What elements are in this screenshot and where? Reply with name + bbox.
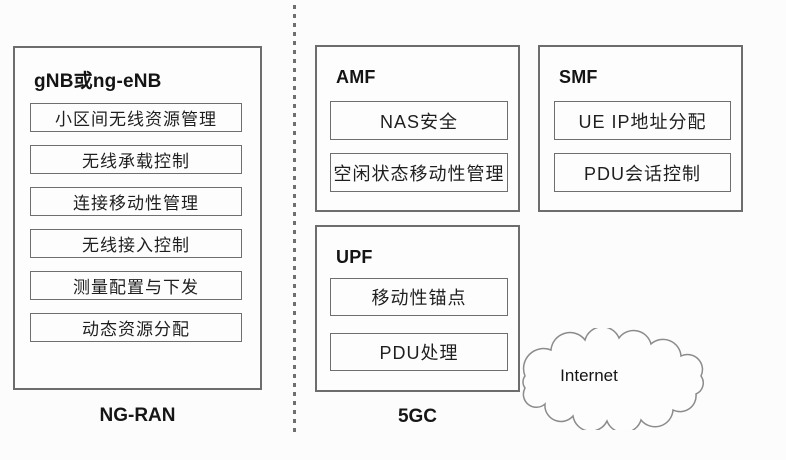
gnb-function-connection-mobility: 连接移动性管理 <box>30 187 242 216</box>
ngran-region-label: NG-RAN <box>99 405 176 426</box>
cloud-outline <box>522 328 704 430</box>
internet-cloud: Internet <box>503 328 721 430</box>
smf-function-ue-ip-allocation: UE IP地址分配 <box>554 101 731 140</box>
gnb-node-title: gNB或ng-eNB <box>34 71 162 92</box>
smf-node-title: SMF <box>559 67 598 87</box>
smf-function-list: UE IP地址分配 PDU会话控制 <box>554 101 731 192</box>
gnb-function-dynamic-resource-allocation: 动态资源分配 <box>30 313 242 342</box>
amf-function-list: NAS安全 空闲状态移动性管理 <box>330 101 508 192</box>
cloud-shape-svg: Internet <box>522 328 704 430</box>
gnb-function-inter-cell-rrm: 小区间无线资源管理 <box>30 103 242 132</box>
gnb-node: gNB或ng-eNB 小区间无线资源管理 无线承载控制 连接移动性管理 无线接入… <box>13 46 262 390</box>
gnb-function-radio-admission-control: 无线接入控制 <box>30 229 242 258</box>
upf-node: UPF 移动性锚点 PDU处理 <box>315 225 520 392</box>
gnb-function-measurement-config: 测量配置与下发 <box>30 271 242 300</box>
gnb-function-radio-bearer-control: 无线承载控制 <box>30 145 242 174</box>
gnb-function-list: 小区间无线资源管理 无线承载控制 连接移动性管理 无线接入控制 测量配置与下发 … <box>30 103 242 342</box>
ran-core-divider-line <box>293 5 296 437</box>
amf-function-nas-security: NAS安全 <box>330 101 508 140</box>
upf-function-mobility-anchor: 移动性锚点 <box>330 278 508 316</box>
smf-function-pdu-session-control: PDU会话控制 <box>554 153 731 192</box>
upf-node-title: UPF <box>336 247 373 267</box>
upf-function-list: 移动性锚点 PDU处理 <box>330 278 508 371</box>
amf-node-title: AMF <box>336 67 376 87</box>
internet-label: Internet <box>560 366 618 385</box>
amf-function-idle-mobility-management: 空闲状态移动性管理 <box>330 153 508 192</box>
amf-node: AMF NAS安全 空闲状态移动性管理 <box>315 45 520 212</box>
upf-function-pdu-handling: PDU处理 <box>330 333 508 371</box>
fivegc-region-label: 5GC <box>397 406 438 427</box>
smf-node: SMF UE IP地址分配 PDU会话控制 <box>538 45 743 212</box>
